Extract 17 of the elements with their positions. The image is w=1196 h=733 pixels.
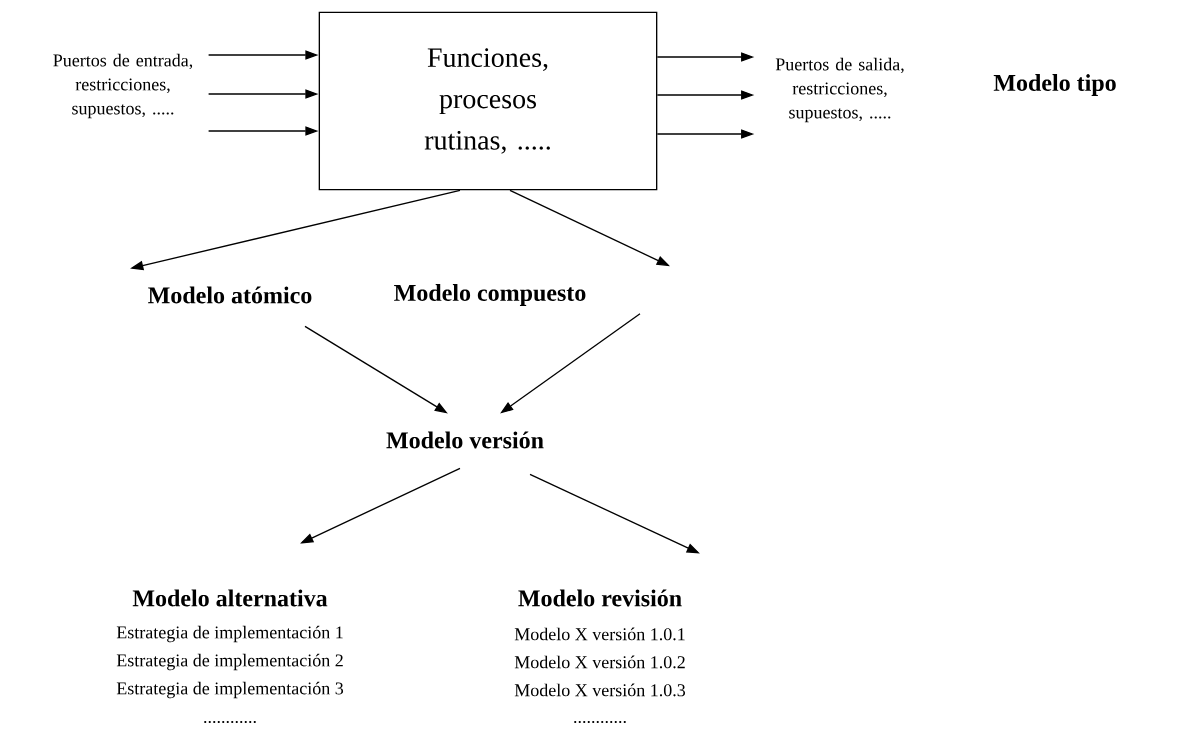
list-item: Estrategia de implementación 3 [116, 681, 344, 699]
list-item: ............ [204, 720, 256, 724]
port-text: Puertos de entrada, restricciones, supuestos, ..... [53, 53, 193, 119]
list-item: Modelo X versión 1.0.2 [514, 655, 685, 669]
model-label: Modelo alternativa [132, 589, 328, 607]
model-label: Modelo compuesto [394, 284, 586, 306]
model-label: Modelo revisión [518, 589, 682, 607]
list-item: Estrategia de implementación 1 [116, 625, 343, 643]
list-item: ............ [574, 720, 626, 724]
title-label: Modelo tipo [993, 74, 1116, 96]
list-item: Modelo X versión 1.0.1 [514, 627, 685, 641]
list-item: Estrategia de implementación 2 [116, 653, 343, 671]
model-label: Modelo atómico [148, 286, 312, 304]
process-box: Funciones, procesos rutinas, ..... [318, 11, 658, 191]
model-label: Modelo versión [386, 431, 544, 449]
port-text: Puertos de salida, restricciones, supuestos, ..... [775, 57, 904, 123]
list-item: Modelo X versión 1.0.3 [514, 683, 686, 697]
